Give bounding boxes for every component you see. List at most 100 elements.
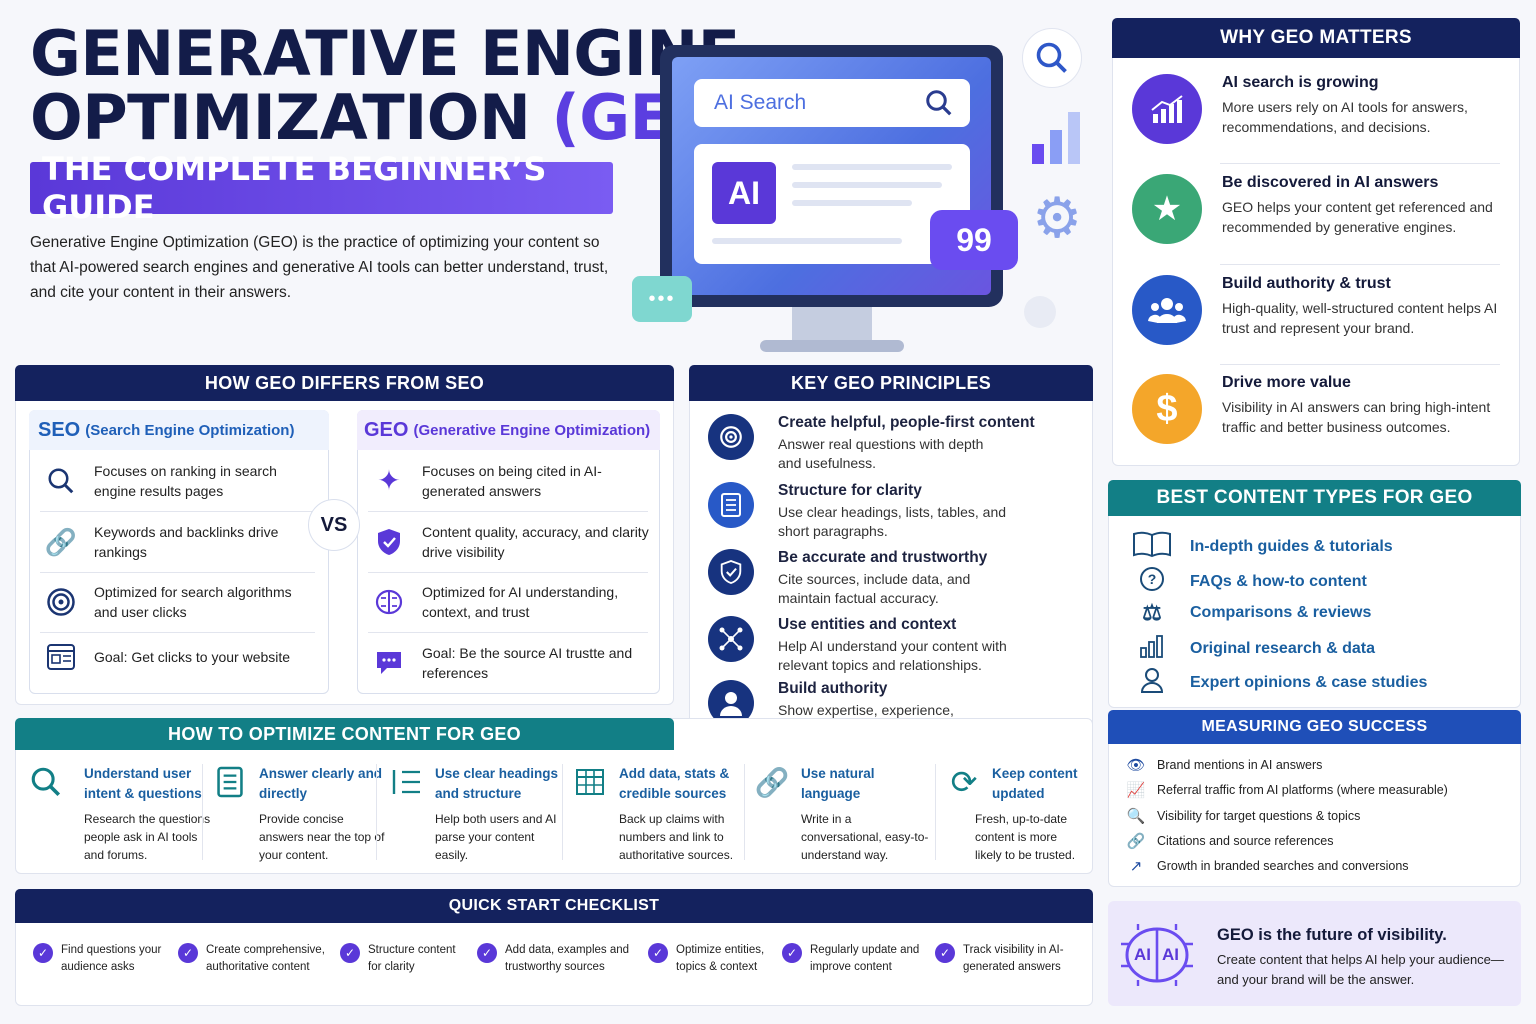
divider — [1220, 364, 1500, 365]
future-text: Create content that helps AI help your a… — [1217, 952, 1504, 987]
divider — [202, 764, 203, 860]
checklist-item[interactable]: ✓ Structure content for clarity — [340, 942, 465, 976]
text-line — [712, 238, 902, 244]
geo-row-text: Optimized for AI understanding, context,… — [422, 584, 619, 620]
ai-brain-icon: AI AI — [1118, 920, 1196, 990]
sparkle-icon: ✦ — [377, 465, 401, 496]
why-item-title: Build authority & trust — [1222, 275, 1391, 292]
question-icon: ? — [1132, 566, 1172, 598]
seo-row: Focuses on ranking in search engine resu… — [44, 452, 319, 510]
divider — [1220, 163, 1500, 164]
checklist-label: Structure content for clarity — [368, 944, 456, 973]
checklist-label: Track visibility in AI-generated answers — [963, 944, 1064, 973]
search-icon: 🔍 — [1126, 808, 1146, 825]
optimize-step-text: Research the questions people ask in AI … — [84, 812, 211, 862]
content-type-item: In-depth guides & tutorials — [1132, 530, 1393, 564]
content-type-item: ? FAQs & how-to content — [1132, 566, 1367, 598]
seo-full-name: (Search Engine Optimization) — [85, 421, 295, 439]
checklist-item[interactable]: ✓ Track visibility in AI-generated answer… — [935, 942, 1085, 976]
target-icon — [44, 585, 78, 619]
checklist-item[interactable]: ✓ Add data, examples and trustworthy sour… — [477, 942, 637, 976]
optimize-step-title: Use natural language — [801, 766, 875, 801]
why-item-text: GEO helps your content get referenced an… — [1222, 199, 1493, 235]
divider — [40, 572, 315, 573]
principle-title: Structure for clarity — [778, 482, 922, 499]
geo-column-header: GEO (Generative Engine Optimization) — [357, 410, 660, 450]
content-type-label: FAQs & how-to content — [1190, 573, 1367, 590]
book-icon — [1132, 530, 1172, 564]
checklist-header: QUICK START CHECKLIST — [15, 889, 1093, 923]
check-icon: ✓ — [935, 943, 955, 963]
optimize-step-text: Provide concise answers near the top of … — [259, 812, 385, 862]
principle-text: Use clear headings, lists, tables, and s… — [778, 504, 1007, 539]
checklist-item[interactable]: ✓Create comprehensive, authoritative con… — [178, 942, 328, 976]
seo-column — [29, 410, 329, 694]
subtitle-banner: THE COMPLETE BEGINNER’S GUIDE — [30, 150, 613, 226]
check-icon: ✓ — [782, 943, 802, 963]
seo-row: Goal: Get clicks to your website — [44, 628, 314, 686]
principle-title: Use entities and context — [778, 616, 957, 633]
metric-label: Growth in branded searches and conversio… — [1157, 859, 1409, 873]
content-type-label: Comparisons & reviews — [1190, 604, 1372, 621]
monitor-base — [760, 340, 904, 352]
geo-row: Goal: Be the source AI trustte and refer… — [372, 634, 652, 692]
svg-text:?: ? — [1148, 571, 1157, 587]
eye-icon: 👁 — [1126, 757, 1146, 774]
optimize-step-title: Add data, stats & credible sources — [619, 766, 730, 801]
metric-item: 👁Brand mentions in AI answers — [1125, 756, 1322, 774]
optimize-step-text: Fresh, up-to-date content is more likely… — [975, 812, 1076, 862]
optimize-step-title: Answer clearly and directly — [259, 766, 383, 801]
content-type-item: ⚖Comparisons & reviews — [1132, 600, 1371, 626]
people-icon — [1132, 275, 1202, 345]
vs-badge: VS — [308, 499, 360, 551]
check-icon: ✓ — [340, 943, 360, 963]
search-icon — [44, 464, 78, 498]
chart-growth-icon — [1132, 74, 1202, 144]
checklist-label: Regularly update and improve content — [810, 944, 920, 973]
why-item-title: AI search is growing — [1222, 74, 1379, 91]
seo-row-text: Focuses on ranking in search engine resu… — [94, 463, 277, 499]
geo-row: ✦ Focuses on being cited in AI-generated… — [372, 452, 652, 510]
network-icon — [708, 616, 754, 662]
document-icon — [708, 482, 754, 528]
ai-search-bar[interactable]: AI Search — [694, 79, 970, 127]
line-chart-icon: 📈 — [1126, 782, 1146, 799]
check-icon: ✓ — [477, 943, 497, 963]
content-type-item: Expert opinions & case studies — [1132, 667, 1427, 699]
why-item-title: Be discovered in AI answers — [1222, 174, 1439, 191]
checklist-item[interactable]: ✓Optimize entities, topics & context — [648, 942, 776, 976]
search-icon — [926, 90, 952, 116]
link-icon: 🔗 — [754, 766, 790, 798]
check-icon: ✓ — [178, 943, 198, 963]
title-line-2-prefix: OPTIMIZATION — [30, 81, 531, 154]
heading-list-icon — [388, 764, 424, 800]
geo-full-name: (Generative Engine Optimization) — [413, 421, 651, 439]
quote-bubble-icon: 99 — [930, 210, 1018, 270]
checklist-label: Add data, examples and trustworthy sourc… — [505, 944, 630, 973]
gear-icon: ⚙ — [1032, 186, 1083, 249]
geo-row-text: Content quality, accuracy, and clarity d… — [422, 524, 649, 560]
geo-row: Content quality, accuracy, and clarity d… — [372, 513, 652, 571]
optimize-step-title: Use clear headings and structure — [435, 766, 559, 801]
person-icon — [1132, 667, 1172, 699]
content-types-header: BEST CONTENT TYPES FOR GEO — [1108, 480, 1521, 516]
geo-row-text: Focuses on being cited in AI-generated a… — [422, 463, 602, 499]
optimize-step-title: Understand user intent & questions — [84, 766, 202, 801]
metric-label: Referral traffic from AI platforms (wher… — [1157, 783, 1448, 797]
brain-ai-label: AI — [1134, 945, 1151, 964]
metric-item: ↗Growth in branded searches and conversi… — [1125, 857, 1409, 875]
future-callout — [1108, 901, 1521, 1006]
checklist-item[interactable]: ✓ Regularly update and improve content — [782, 942, 922, 976]
brain-ai-label: AI — [1162, 945, 1179, 964]
principle-text: Help AI understand your content with rel… — [778, 638, 1007, 673]
optimize-step-title: Keep content updated — [992, 766, 1078, 801]
why-geo-header: WHY GEO MATTERS — [1112, 18, 1520, 58]
decor-dot — [1024, 296, 1056, 328]
star-icon: ★ — [1132, 174, 1202, 244]
measuring-header: MEASURING GEO SUCCESS — [1108, 710, 1521, 744]
intro-text: Generative Engine Optimization (GEO) is … — [30, 234, 609, 301]
seo-row: Optimized for search algorithms and user… — [44, 573, 314, 631]
principle-text: Cite sources, include data, and maintain… — [778, 571, 971, 606]
principle-title: Create helpful, people-first content — [778, 414, 1035, 431]
checklist-item[interactable]: ✓Find questions your audience asks — [33, 942, 168, 976]
